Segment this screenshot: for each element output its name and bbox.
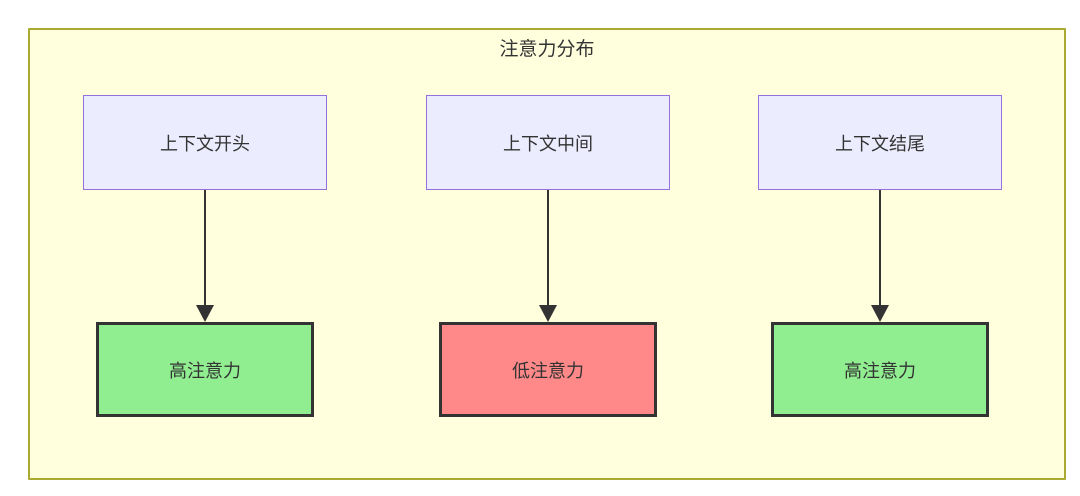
arrow-down-icon [871,190,889,322]
source-node-label: 上下文结尾 [835,133,925,154]
target-node-label: 高注意力 [169,360,241,381]
target-node-label: 低注意力 [512,360,584,381]
source-node-context-start: 上下文开头 [83,95,327,190]
source-node-label: 上下文中间 [503,133,593,154]
source-node-label: 上下文开头 [160,133,250,154]
target-node-low-attention: 低注意力 [439,322,657,417]
source-node-context-middle: 上下文中间 [426,95,670,190]
arrow-down-icon [196,190,214,322]
arrow-down-icon [539,190,557,322]
target-node-label: 高注意力 [844,360,916,381]
flow-column-context-end: 上下文结尾 高注意力 [758,95,1002,417]
diagram-title: 注意力分布 [499,39,595,60]
source-node-context-end: 上下文结尾 [758,95,1002,190]
flow-column-context-start: 上下文开头 高注意力 [83,95,327,417]
flow-column-context-middle: 上下文中间 低注意力 [426,95,670,417]
target-node-high-attention-2: 高注意力 [771,322,989,417]
target-node-high-attention-1: 高注意力 [96,322,314,417]
attention-distribution-container: 注意力分布 上下文开头 高注意力 上下文中间 低注意力 [28,28,1066,480]
